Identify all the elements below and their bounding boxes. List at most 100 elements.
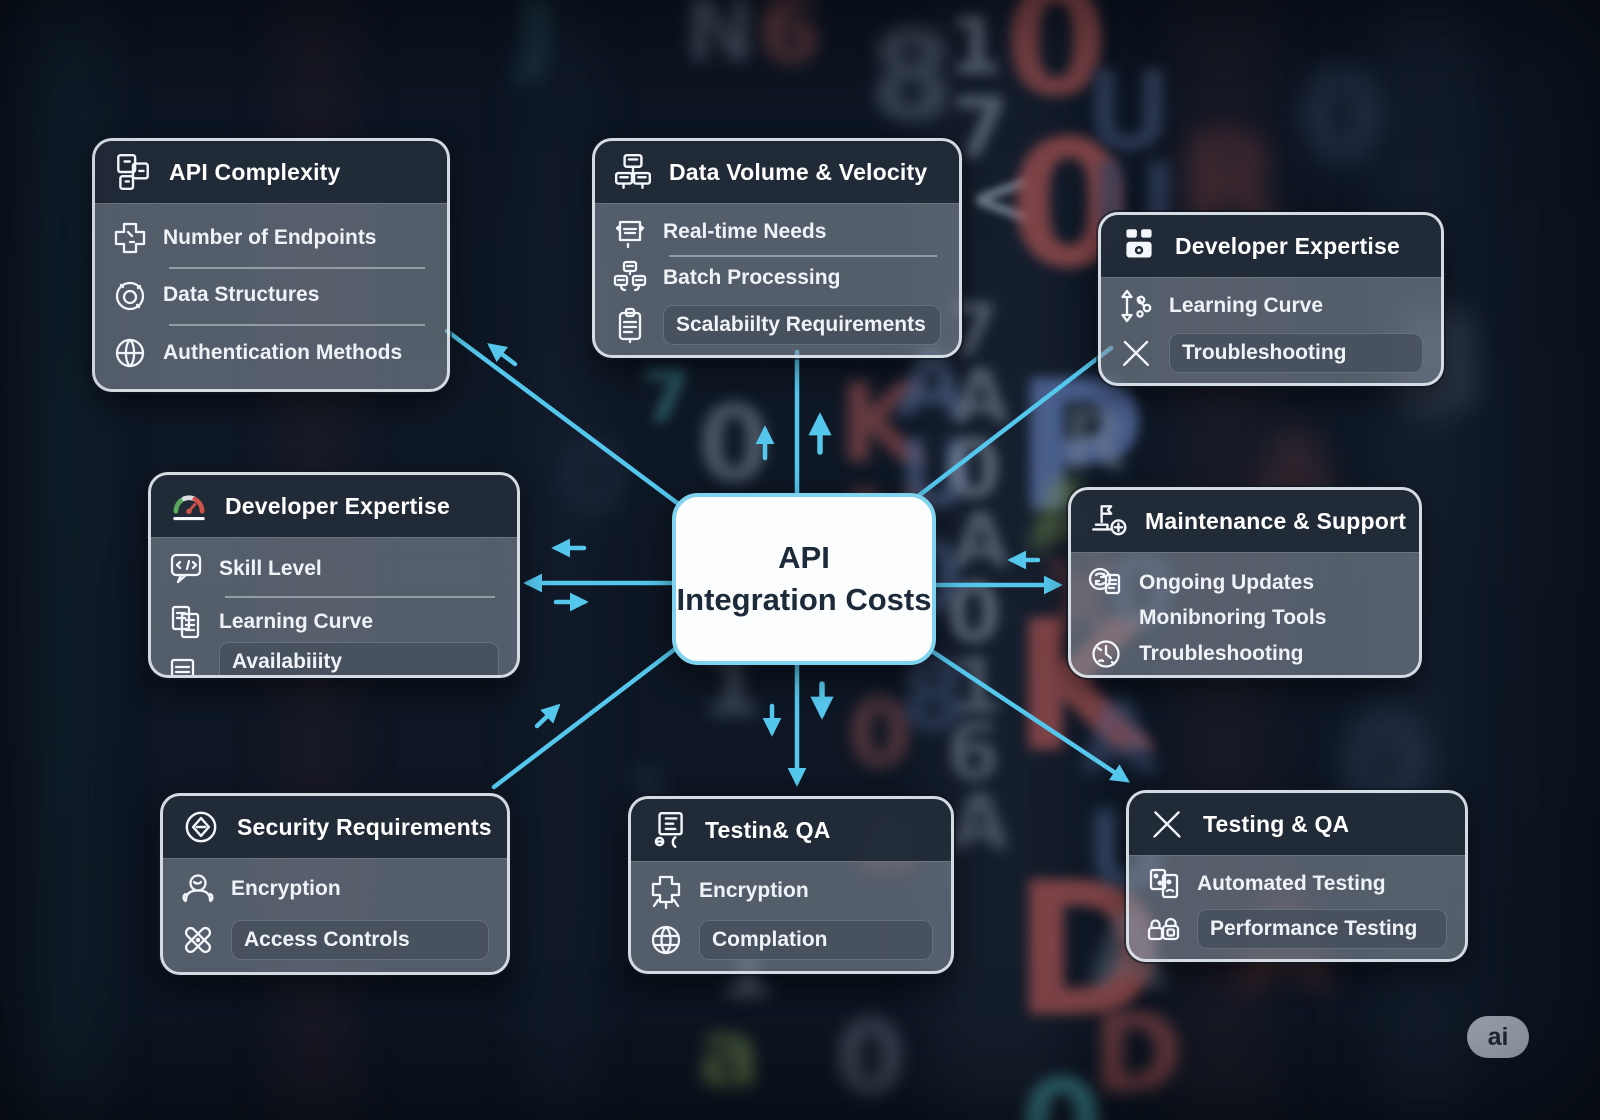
card-item: Batch Processing [607, 255, 949, 301]
card-item-label: Troubleshooting [1139, 641, 1304, 665]
card-item-label: Authentication Methods [163, 341, 403, 365]
card-item-label: Monibnoring Tools [1139, 606, 1327, 630]
toolbox-icon [1126, 229, 1152, 258]
card-body: Real-time Needs Batch Processing Scalabi… [595, 204, 959, 355]
card-header: Data Volume & Velocity [595, 141, 959, 204]
card-item-label: Learning Curve [1169, 294, 1324, 318]
card-item: Skill Level [163, 543, 507, 598]
card-item-icon [609, 305, 651, 345]
card-testing-bc: Testin& QA Encryption Complation [628, 796, 954, 974]
refresh-doc-icon [1088, 567, 1121, 595]
card-item: Availabiiity Requirements [163, 641, 507, 675]
background-code-glyph: 1 [948, 2, 1003, 92]
card-item: Performance Testing [1141, 907, 1455, 953]
card-item: Authentication Methods [107, 324, 437, 382]
card-header-icon [179, 806, 223, 848]
highlighted-item: Troubleshooting [1169, 332, 1423, 373]
card-body: Automated Testing Performance Testing [1129, 856, 1465, 959]
arrow-northeast-icon [534, 703, 561, 729]
crossed-tools-icon [1123, 340, 1149, 366]
card-body: Encryption Complation [631, 862, 951, 971]
card-item: Ongoing Updates [1083, 563, 1409, 603]
highlighted-item: Access Controls [231, 919, 489, 960]
background-streak [30, 0, 100, 1120]
card-item-label: Performance Testing [1210, 917, 1418, 941]
card-item: Access Controls [175, 915, 497, 966]
connector-center-to-security [491, 627, 703, 790]
card-item-icon [109, 218, 151, 258]
puzzle-blocks-icon [117, 153, 149, 191]
background-streak [530, 0, 590, 1120]
card-body: Number of Endpoints Data Structures Auth… [95, 204, 447, 389]
card-item-label: Troubleshooting [1182, 340, 1347, 364]
highlighted-item: Scalabiilty Requirements [663, 304, 941, 345]
central-node-title-line1: API [778, 540, 830, 576]
server-stack-icon [614, 153, 652, 189]
card-header-icon [1117, 225, 1161, 267]
background-code-glyph: D [1092, 989, 1184, 1117]
card-item: Troubleshooting [1083, 634, 1409, 674]
gauge-icon [173, 495, 205, 521]
card-item: Encryption [643, 867, 941, 916]
background-code-glyph: < [968, 151, 1036, 244]
card-item-icon [1115, 286, 1157, 326]
card-item-icon [1143, 864, 1185, 904]
card-item-label: Data Structures [163, 283, 320, 307]
card-item: Data Structures [107, 267, 437, 327]
card-header-icon [647, 809, 691, 851]
background-code-glyph: A [952, 498, 1010, 584]
card-title: Security Requirements [237, 813, 492, 840]
background-code-glyph: 0 [1300, 48, 1384, 187]
card-item-icon [609, 258, 651, 298]
central-node-api-integration-costs: API Integration Costs [672, 493, 936, 665]
background-code-glyph: 0 [1020, 1066, 1104, 1120]
card-title: Data Volume & Velocity [669, 158, 928, 185]
card-title: API Complexity [169, 158, 341, 185]
card-header-icon [111, 151, 155, 193]
card-item-icon [1143, 909, 1185, 949]
card-item-icon [645, 920, 687, 960]
background-code-glyph: J [520, 0, 554, 85]
card-dev-expertise-tr: Developer Expertise Learning Curve Troub… [1098, 212, 1444, 386]
card-item: Learning Curve [163, 596, 507, 649]
card-header-icon [1145, 803, 1189, 845]
card-header-icon [1087, 500, 1131, 542]
node-cluster-icon [613, 261, 647, 292]
test-card-icon [654, 811, 683, 849]
card-item: Number of Endpoints [107, 209, 437, 269]
card-dev-expertise-ml: Developer Expertise Skill Level Learning… [148, 472, 520, 678]
background-code-glyph: 0 [836, 999, 906, 1116]
card-body: Encryption Access Controls [163, 859, 507, 972]
card-header: Testing & QA [1129, 793, 1465, 856]
card-item-label: Availabiiity Requirements [232, 649, 343, 673]
card-item-label: Batch Processing [663, 266, 841, 290]
card-title: Testing & QA [1203, 810, 1350, 837]
highlighted-item: Performance Testing [1197, 909, 1447, 950]
card-header: Security Requirements [163, 796, 507, 859]
card-item-label: Learning Curve [219, 610, 374, 634]
card-data-volume: Data Volume & Velocity Real-time Needs B… [592, 138, 962, 358]
clock-globe-icon [1092, 640, 1120, 668]
card-item-icon [109, 333, 151, 373]
card-item-icon [177, 920, 219, 960]
card-item-label: Encryption [699, 879, 809, 903]
card-item-icon [177, 869, 219, 909]
plus-flower-icon [651, 876, 681, 910]
background-code-glyph: A [952, 354, 1010, 440]
background-code-glyph: 0 [698, 383, 771, 505]
card-body: Ongoing Updates Monibnoring Tools Troubl… [1071, 553, 1419, 675]
crossed-tools-icon [1153, 811, 1181, 838]
card-header: API Complexity [95, 141, 447, 204]
card-item-label: Encryption [231, 877, 341, 901]
card-testing-br: Testing & QA Automated Testing Performan… [1126, 790, 1468, 962]
laptop-flag-icon [1092, 505, 1127, 536]
card-title: Testin& QA [705, 816, 831, 843]
card-item-icon [165, 602, 207, 642]
card-title: Developer Expertise [225, 492, 450, 519]
badge-stamp-icon [615, 221, 645, 249]
highlighted-item: Complation [699, 919, 933, 960]
code-bubble-icon [170, 554, 202, 584]
cards-pair-icon [1149, 868, 1179, 898]
background-code-glyph: A [1080, 679, 1158, 796]
